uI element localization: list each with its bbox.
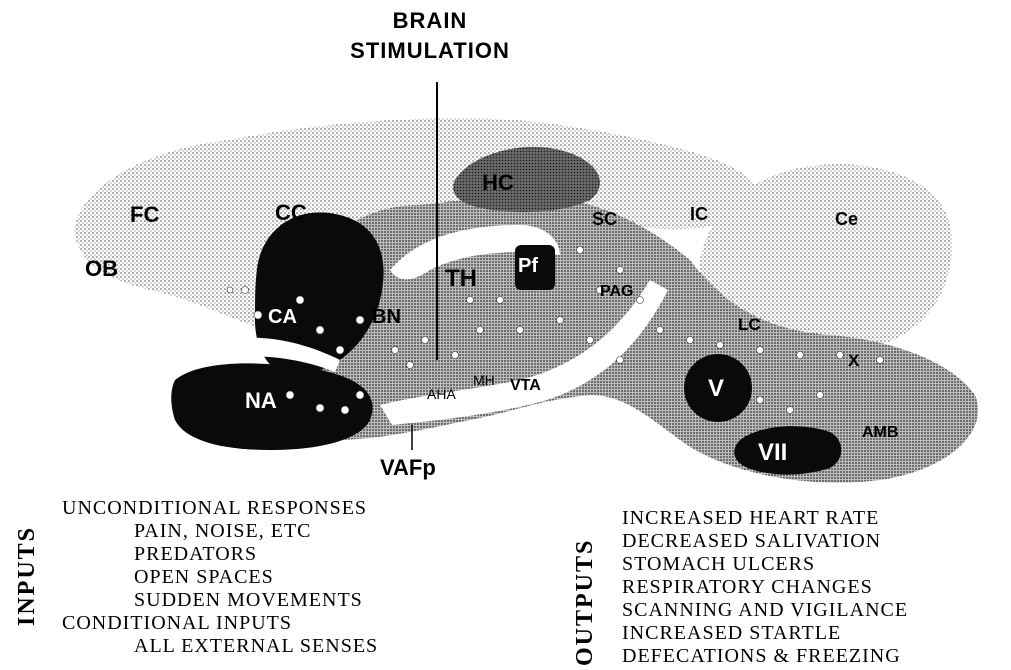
label-ce: Ce [835, 209, 858, 229]
input-item: UNCONDITIONAL RESPONSES [62, 497, 378, 520]
label-aha: AHA [427, 386, 456, 402]
input-item: ALL EXTERNAL SENSES [62, 635, 378, 658]
label-ic: IC [690, 204, 708, 224]
label-hc: HC [482, 170, 514, 195]
label-vta: VTA [510, 377, 541, 394]
input-item: PREDATORS [62, 543, 378, 566]
label-x: X [848, 351, 860, 370]
label-ca: CA [268, 306, 297, 328]
label-pag: PAG [600, 283, 633, 300]
label-bn: BN [372, 306, 401, 328]
label-v: V [708, 375, 724, 402]
label-th: TH [445, 265, 477, 292]
label-na: NA [245, 388, 277, 413]
label-vafp: VAFp [380, 455, 436, 480]
label-sc: SC [592, 209, 617, 229]
label-fc: FC [130, 202, 159, 227]
input-item: SUDDEN MOVEMENTS [62, 589, 378, 612]
outputs-side-label: OUTPUTS [572, 539, 599, 666]
output-item: DEFECATIONS & FREEZING [622, 645, 908, 668]
output-item: SCANNING AND VIGILANCE [622, 599, 908, 622]
input-item: CONDITIONAL INPUTS [62, 612, 378, 635]
output-item: RESPIRATORY CHANGES [622, 576, 908, 599]
label-ob: OB [85, 256, 118, 281]
label-lc: LC [738, 315, 761, 334]
inputs-list: UNCONDITIONAL RESPONSES PAIN, NOISE, ETC… [62, 497, 378, 658]
label-vii: VII [758, 439, 787, 466]
inputs-side-label: INPUTS [14, 526, 41, 626]
label-mh: MH [473, 372, 495, 388]
input-item: OPEN SPACES [62, 566, 378, 589]
brain-sagittal-diagram: OB FC CC CA NA BN TH HC Pf SC IC Ce PAG … [0, 0, 1011, 495]
output-item: STOMACH ULCERS [622, 553, 908, 576]
label-cc: CC [275, 200, 307, 225]
output-item: INCREASED STARTLE [622, 622, 908, 645]
label-pf: Pf [518, 255, 538, 277]
output-item: INCREASED HEART RATE [622, 507, 908, 530]
input-item: PAIN, NOISE, ETC [62, 520, 378, 543]
outputs-list: INCREASED HEART RATE DECREASED SALIVATIO… [622, 507, 908, 668]
label-amb: AMB [862, 424, 898, 441]
output-item: DECREASED SALIVATION [622, 530, 908, 553]
